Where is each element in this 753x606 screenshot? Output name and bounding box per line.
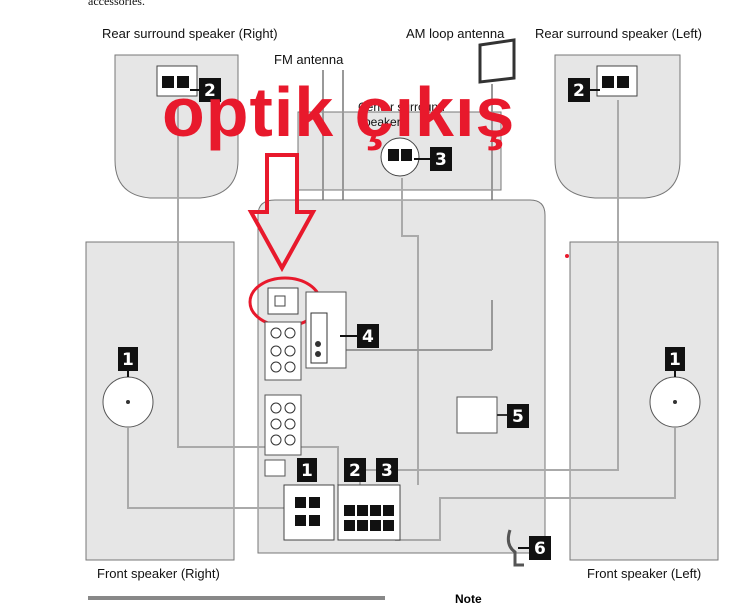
note-heading: Note — [455, 592, 482, 606]
svg-text:2: 2 — [573, 81, 585, 101]
label-front-left: Front speaker (Left) — [587, 566, 702, 581]
label-front-right: Front speaker (Right) — [97, 566, 220, 581]
callout-3-center: 3 — [414, 147, 452, 171]
svg-text:2: 2 — [204, 81, 216, 101]
optical-output-overlay-text: optik çıkış — [162, 73, 516, 151]
header-note: accessories. — [88, 0, 145, 8]
svg-text:1: 1 — [122, 350, 134, 370]
callout-3-terminal: 3 — [376, 458, 398, 482]
callout-4-antenna: 4 — [340, 324, 379, 348]
svg-text:1: 1 — [669, 350, 681, 370]
label-fm-antenna: FM antenna — [274, 52, 344, 67]
optical-output-port — [267, 287, 299, 315]
svg-text:1: 1 — [301, 461, 313, 481]
svg-text:4: 4 — [362, 327, 374, 347]
callout-2-terminal: 2 — [344, 458, 366, 482]
callout-2-rear-left: 2 — [568, 78, 600, 102]
label-am-antenna: AM loop antenna — [406, 26, 505, 41]
am-loop-antenna — [478, 38, 516, 84]
label-rear-right: Rear surround speaker (Right) — [102, 26, 278, 41]
callout-1-terminal: 1 — [297, 458, 317, 482]
callout-5: 5 — [507, 404, 529, 428]
svg-text:3: 3 — [435, 150, 447, 170]
front-speaker-terminal — [283, 484, 335, 541]
callout-1-front-right: 1 — [118, 347, 138, 377]
svg-text:3: 3 — [381, 461, 393, 481]
component-5 — [456, 396, 498, 434]
callout-2-rear-right: 2 — [190, 78, 221, 102]
label-rear-left: Rear surround speaker (Left) — [535, 26, 702, 41]
main-unit — [257, 199, 546, 554]
svg-text:2: 2 — [349, 461, 361, 481]
label-center-speaker: Center surround speaker — [358, 100, 445, 129]
svg-text:5: 5 — [512, 407, 524, 427]
jack-panel-bottom — [264, 394, 302, 456]
front-left-speaker — [569, 241, 719, 561]
red-down-arrow — [247, 153, 317, 273]
callout-6-power: 6 — [518, 536, 551, 560]
svg-text:6: 6 — [534, 539, 546, 559]
power-cord — [506, 529, 524, 567]
jack-panel-top — [264, 321, 302, 381]
center-terminal-ring — [380, 137, 420, 177]
callout-1-front-left: 1 — [665, 347, 685, 377]
